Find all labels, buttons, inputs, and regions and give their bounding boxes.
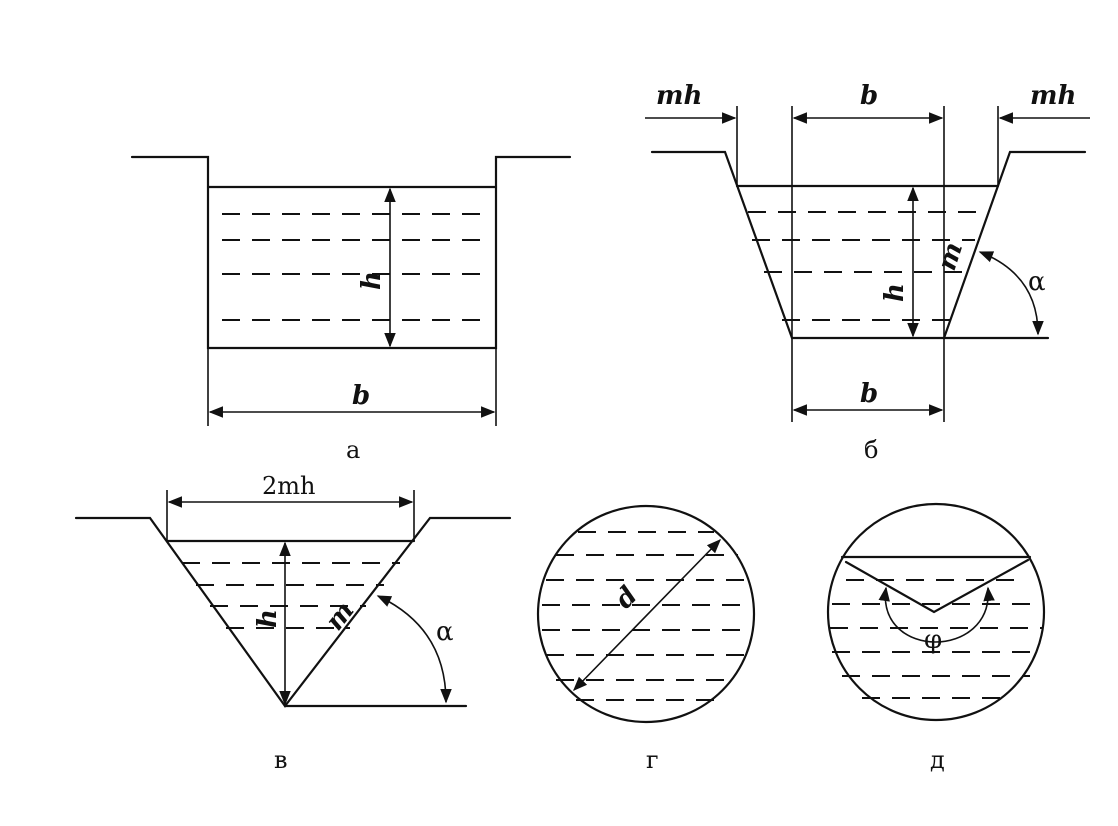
panel-b-trapezoidal: mh b mh h m α b б <box>645 81 1090 464</box>
alpha-arc-b <box>978 251 1044 336</box>
alpha-label-v: α <box>436 617 454 647</box>
diameter-arrow-g <box>572 538 722 692</box>
alpha-label-b: α <box>1028 267 1046 297</box>
channel-outline-v <box>74 516 512 708</box>
d-label-g: d <box>609 581 643 615</box>
phi-arc-d <box>878 586 995 643</box>
pipe-circle-d <box>826 502 1046 722</box>
b-label-a: b <box>352 381 370 411</box>
caption-v: в <box>274 746 288 774</box>
h-label-b: h <box>880 283 910 302</box>
caption-b: б <box>864 436 878 464</box>
panel-g-full-circle: d г <box>536 504 756 774</box>
caption-g: г <box>646 746 659 774</box>
b-top-label-b: b <box>860 81 878 111</box>
h-label-a: h <box>357 271 387 290</box>
mh-left-label-b: mh <box>656 81 702 111</box>
channel-outline-a <box>130 155 572 350</box>
phi-label-d: φ <box>924 625 942 655</box>
central-angle-rays-d <box>844 558 1030 614</box>
channel-outline-b <box>650 150 1087 340</box>
panel-a-rectangular: h b а <box>130 155 572 464</box>
h-label-v: h <box>253 609 283 628</box>
panel-d-partial-circle: φ д <box>826 502 1046 774</box>
top-width-label-v: 2mh <box>262 472 315 500</box>
caption-d: д <box>930 746 945 774</box>
alpha-arc-v <box>376 595 452 704</box>
panel-v-triangular: 2mh h m α в <box>74 472 512 774</box>
m-label-b: m <box>932 239 969 274</box>
caption-a: а <box>346 436 360 464</box>
b-bottom-label-b: b <box>860 379 878 409</box>
mh-right-label-b: mh <box>1030 81 1076 111</box>
m-label-v: m <box>320 596 361 636</box>
pipe-circle-g <box>536 504 756 724</box>
